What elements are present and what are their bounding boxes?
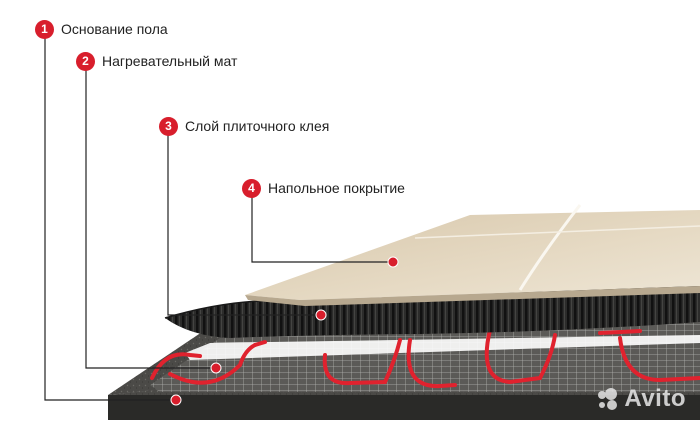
number-badge: 3 <box>159 116 178 136</box>
floor-tile-layer <box>245 204 700 306</box>
leader-line-4 <box>251 197 392 263</box>
callout-label-base: Основание пола <box>61 21 168 37</box>
callout-1: 1 Основание пола <box>35 19 168 39</box>
heating-cable <box>150 328 700 389</box>
leader-line-2 <box>85 70 215 369</box>
callout-label-adhesive: Слой плиточного клея <box>185 118 330 134</box>
heating-mat-layer <box>150 318 700 392</box>
avito-logo-icon <box>598 388 618 410</box>
dot-tile <box>387 256 399 268</box>
watermark-text: Avito <box>624 385 686 412</box>
callout-2: 2 Нагревательный мат <box>76 51 237 71</box>
callout-label-tile: Напольное покрытие <box>268 180 405 196</box>
dot-mat <box>210 362 222 374</box>
dot-base <box>170 394 182 406</box>
dot-adhesive <box>315 309 327 321</box>
number-badge: 1 <box>35 19 54 39</box>
leader-line-3 <box>167 135 320 316</box>
number-badge: 4 <box>242 178 261 198</box>
leader-lines <box>44 38 392 401</box>
callout-label-mat: Нагревательный мат <box>102 53 238 69</box>
callout-3: 3 Слой плиточного клея <box>159 116 329 136</box>
number-badge: 2 <box>76 51 95 71</box>
avito-watermark: Avito <box>594 385 686 413</box>
leader-dots <box>170 256 399 406</box>
leader-line-1 <box>44 38 175 401</box>
callout-4: 4 Напольное покрытие <box>242 178 405 198</box>
